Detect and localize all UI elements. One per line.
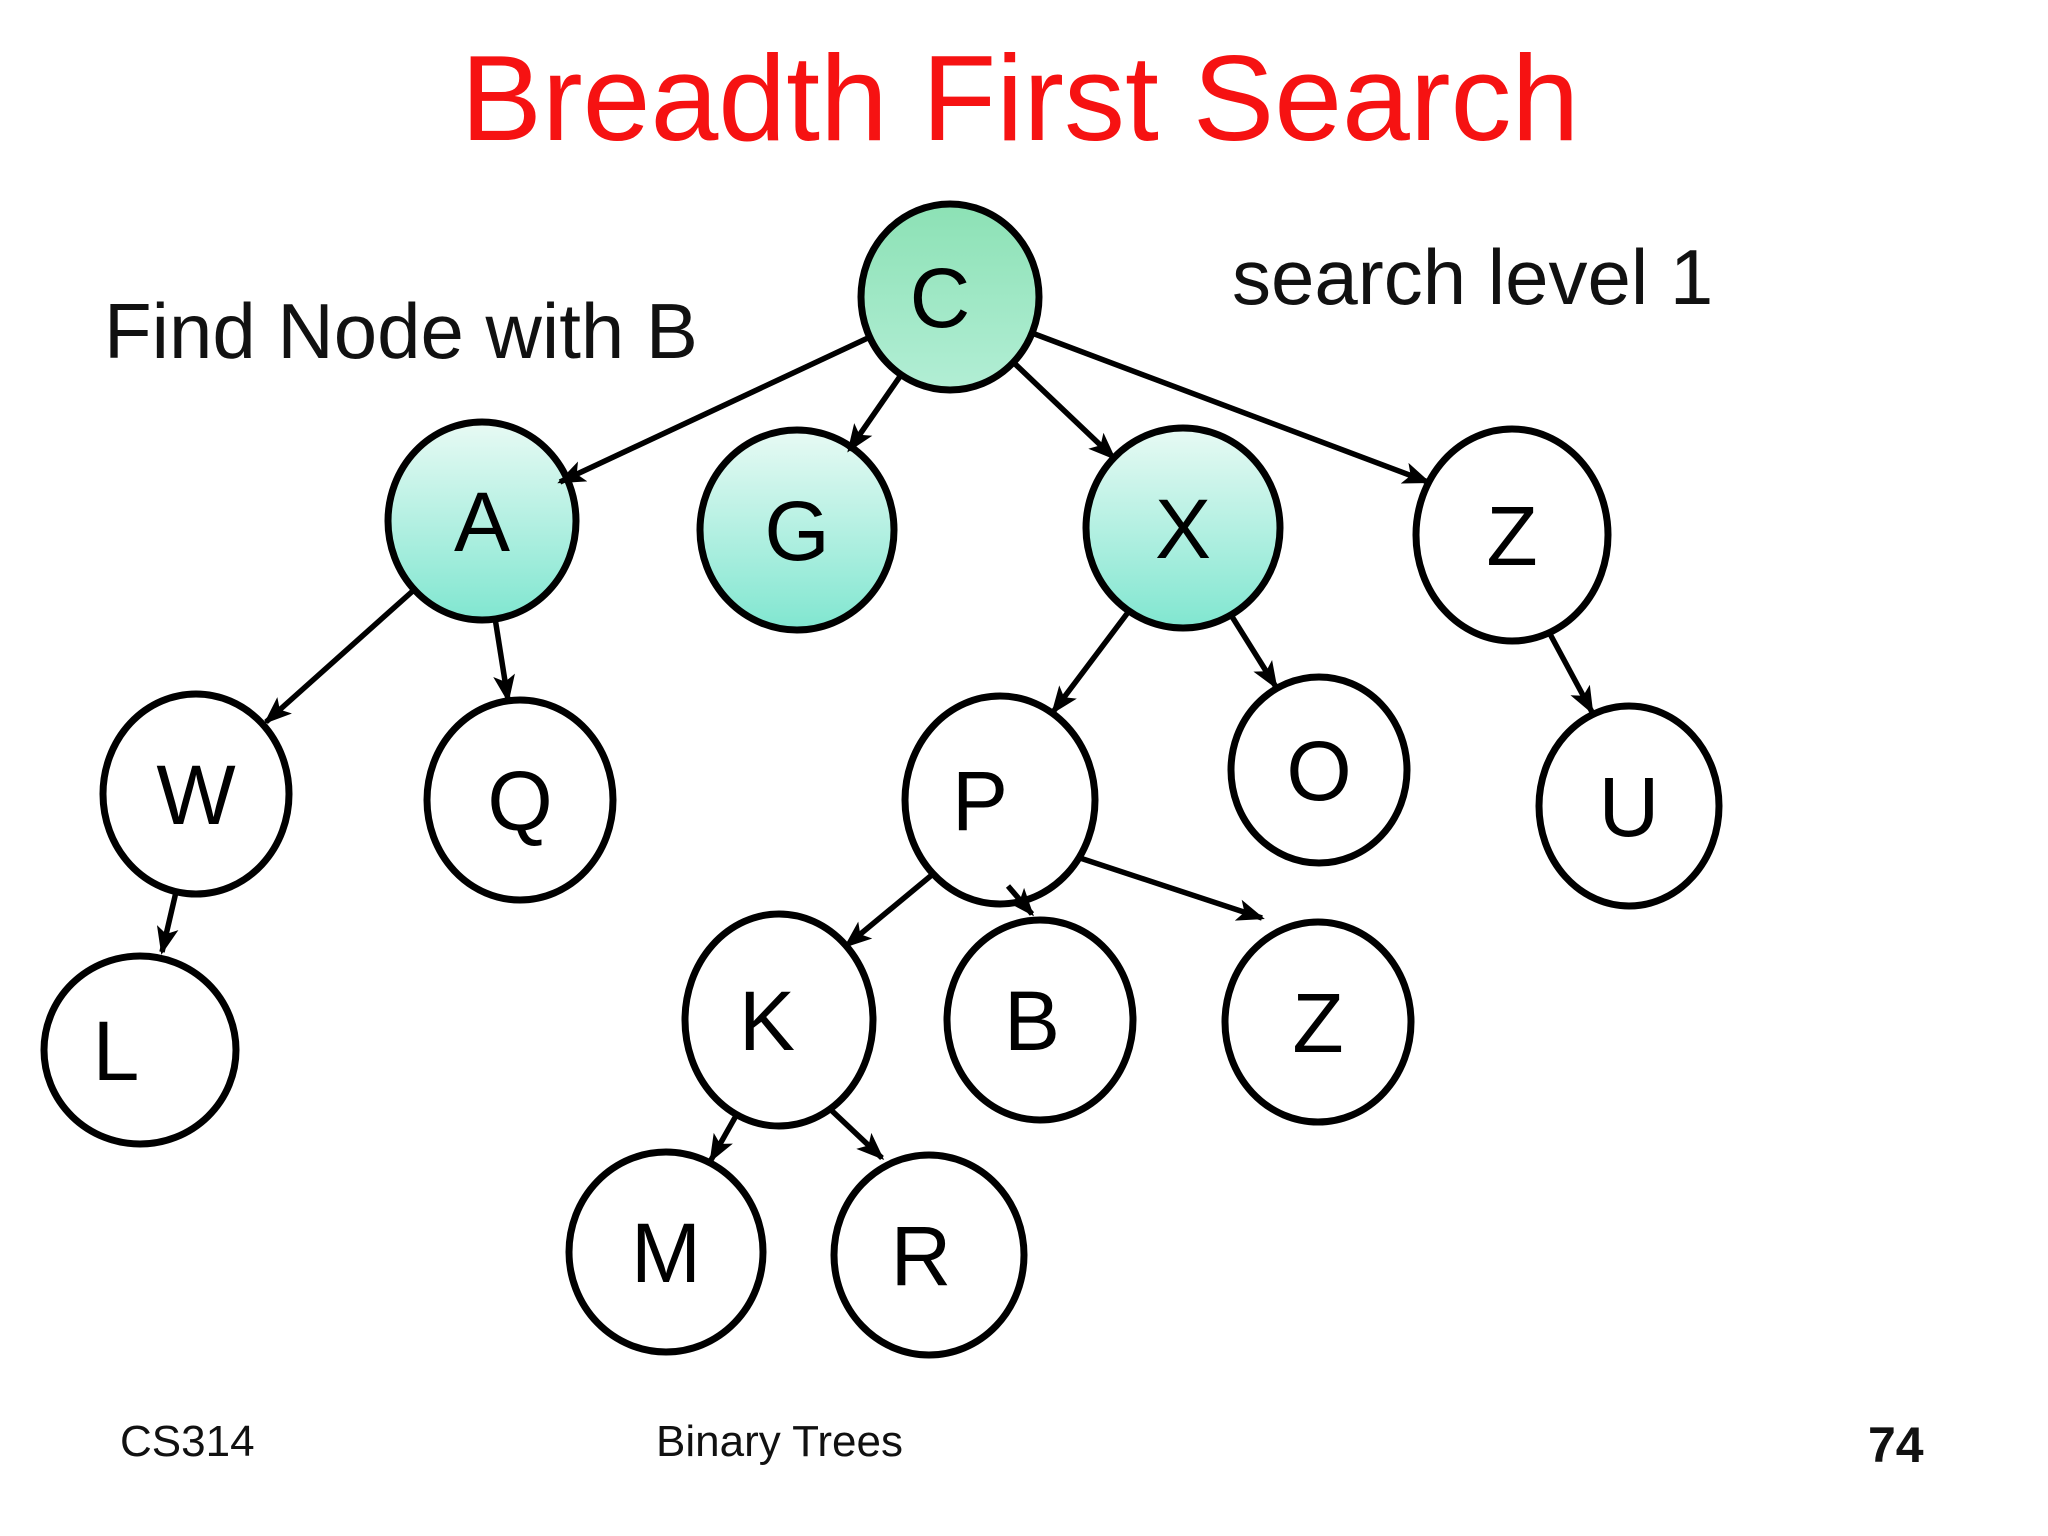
node-label-U: U — [1599, 760, 1660, 854]
edge-P-K — [843, 871, 935, 949]
node-circle-A — [384, 418, 580, 624]
slide-title: Breadth First Search — [461, 30, 1580, 166]
edge-K-R — [828, 1106, 885, 1161]
tree-node-Z2: Z — [1221, 918, 1415, 1126]
edge-P-B — [1005, 884, 1035, 917]
node-label-Z2: Z — [1292, 976, 1343, 1070]
node-circle-W — [99, 690, 293, 898]
edge-P-Z2 — [1079, 855, 1265, 921]
tree-node-O: O — [1227, 673, 1411, 867]
node-label-Z1: Z — [1486, 489, 1537, 583]
node-label-B: B — [1004, 974, 1060, 1068]
footer-slide-title: Binary Trees — [656, 1417, 903, 1466]
node-label-P: P — [952, 754, 1008, 848]
annotation-find-node: Find Node with B — [104, 287, 698, 375]
edge-X-O — [1228, 613, 1279, 690]
node-circle-M — [565, 1148, 767, 1356]
tree-node-K: K — [681, 910, 877, 1130]
node-label-M: M — [631, 1206, 701, 1300]
edge-X-P — [1050, 609, 1132, 715]
node-circle-Z1 — [1412, 425, 1612, 645]
node-label-Q: Q — [487, 754, 552, 848]
node-label-C: C — [910, 251, 971, 345]
node-circle-G — [696, 426, 898, 634]
tree-node-A: A — [384, 418, 580, 624]
node-label-G: G — [764, 484, 829, 578]
footer-page-number: 74 — [1868, 1417, 1924, 1473]
node-circle-U — [1535, 702, 1723, 910]
edge-W-L — [156, 891, 179, 955]
node-circle-P — [901, 692, 1099, 908]
tree-node-G: G — [696, 426, 898, 634]
node-label-K: K — [739, 974, 795, 1068]
edge-A-W — [263, 586, 417, 725]
node-circle-O — [1227, 673, 1411, 867]
tree-node-L: L — [40, 952, 240, 1148]
node-circle-R — [830, 1151, 1028, 1359]
node-circle-C — [857, 200, 1043, 394]
tree-node-R: R — [830, 1151, 1028, 1359]
tree-node-X: X — [1082, 424, 1284, 632]
edge-C-X — [1011, 360, 1117, 461]
tree-node-C: C — [857, 200, 1043, 394]
node-label-X: X — [1155, 482, 1211, 576]
tree-edges — [156, 330, 1595, 1163]
tree-node-B: B — [943, 916, 1137, 1124]
tree-node-M: M — [565, 1148, 767, 1356]
node-circle-X — [1082, 424, 1284, 632]
edge-Z1-U — [1547, 632, 1595, 715]
node-label-A: A — [454, 475, 510, 569]
node-label-R: R — [891, 1209, 952, 1303]
node-circle-Q — [423, 696, 617, 904]
node-label-L: L — [93, 1004, 140, 1098]
tree-node-W: W — [99, 690, 293, 898]
node-circle-L — [40, 952, 240, 1148]
node-circle-K — [681, 910, 877, 1130]
edge-K-M — [708, 1112, 740, 1163]
tree-node-Z1: Z — [1412, 425, 1612, 645]
edge-C-A — [557, 334, 872, 485]
edge-C-Z1 — [1031, 330, 1431, 485]
tree-node-U: U — [1535, 702, 1723, 910]
edge-A-Q — [492, 617, 515, 703]
tree-nodes: C A G X Z W Q P O U L K B Z M R — [40, 200, 1723, 1359]
node-circle-B — [943, 916, 1137, 1124]
node-label-O: O — [1286, 724, 1351, 818]
tree-node-P: P — [901, 692, 1099, 908]
annotation-search-level: search level 1 — [1232, 233, 1713, 321]
node-circle-Z2 — [1221, 918, 1415, 1126]
footer-course: CS314 — [120, 1417, 255, 1466]
node-label-W: W — [156, 748, 235, 842]
tree-node-Q: Q — [423, 696, 617, 904]
edge-C-G — [846, 373, 904, 453]
